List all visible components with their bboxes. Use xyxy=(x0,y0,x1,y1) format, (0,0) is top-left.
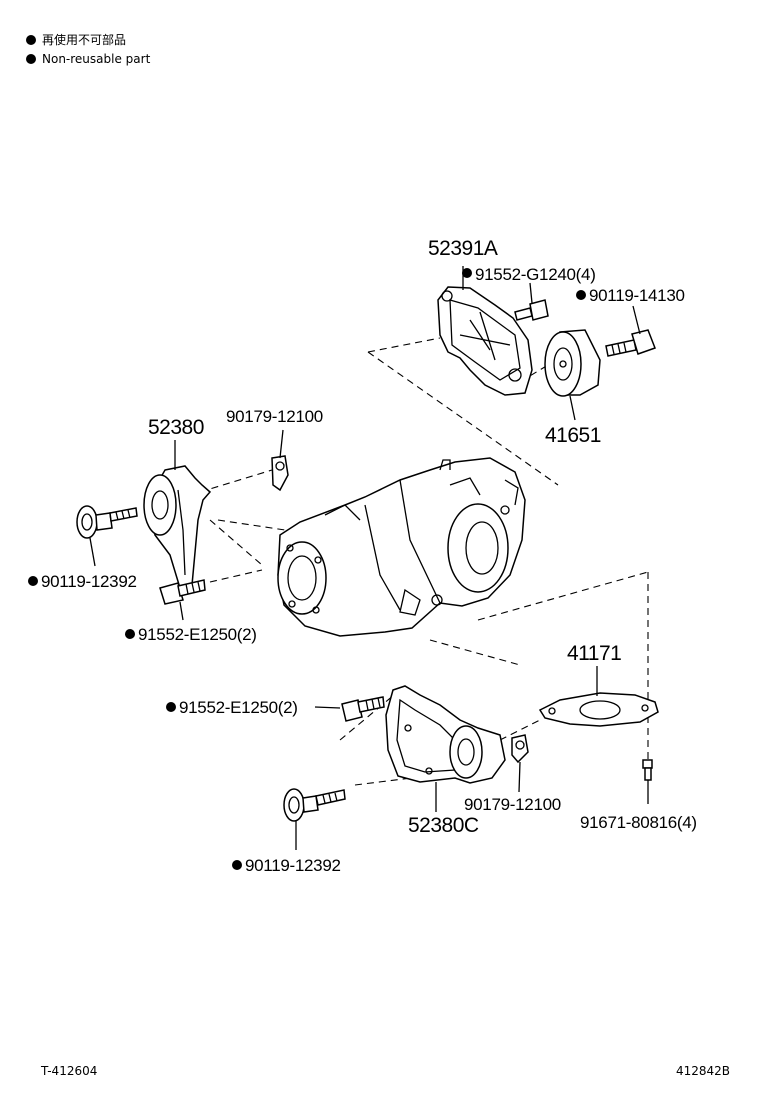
legend-text-en: Non-reusable part xyxy=(42,52,151,66)
bracket-90179-12100-bottom xyxy=(511,734,529,764)
washer-bolt-90119-12392-bottom xyxy=(283,788,346,822)
non-reusable-dot-icon xyxy=(166,702,176,712)
non-reusable-dot-icon xyxy=(125,629,135,639)
bolt-91552-e1250-mid xyxy=(341,696,385,722)
non-reusable-dot-icon xyxy=(232,860,242,870)
legend-non-reusable-en: Non-reusable part xyxy=(26,51,150,67)
label-90119-14130: 90119-14130 xyxy=(589,286,685,305)
bolt-91671-80816 xyxy=(642,759,653,781)
label-52380: 52380 xyxy=(148,416,204,439)
bolt-90119-14130 xyxy=(605,329,656,357)
legend-non-reusable-jp: 再使用不可部品 xyxy=(26,32,126,48)
washer-bolt-90119-12392-left xyxy=(76,505,138,539)
non-reusable-dot-icon xyxy=(26,35,36,45)
label-52380c: 52380C xyxy=(408,814,479,837)
footer-left-code: T-412604 xyxy=(40,1064,97,1078)
mount-52380 xyxy=(143,465,212,589)
bolt-91552-e1250-left xyxy=(159,579,206,605)
bracket-52391a xyxy=(437,286,533,396)
bracket-90179-12100-top xyxy=(271,455,289,492)
legend-text-jp: 再使用不可部品 xyxy=(42,33,127,47)
non-reusable-dot-icon xyxy=(26,54,36,64)
differential-housing xyxy=(277,457,526,637)
label-91552-e1250-mid: 91552-E1250(2) xyxy=(179,698,298,717)
non-reusable-dot-icon xyxy=(28,576,38,586)
mount-52380c xyxy=(385,685,506,784)
bolt-91552-g1240 xyxy=(514,299,549,321)
label-41171: 41171 xyxy=(567,642,621,665)
label-41651: 41651 xyxy=(545,424,601,447)
label-90119-12392-bottom: 90119-12392 xyxy=(245,856,341,875)
label-91552-g1240: 91552-G1240(4) xyxy=(475,265,596,284)
non-reusable-markers xyxy=(28,268,586,870)
label-90119-12392-left: 90119-12392 xyxy=(41,572,137,591)
non-reusable-dot-icon xyxy=(462,268,472,278)
label-52391a: 52391A xyxy=(428,237,498,260)
pulley-41651 xyxy=(544,329,601,397)
leader-lines xyxy=(89,266,649,850)
label-91552-e1250-left: 91552-E1250(2) xyxy=(138,625,257,644)
label-91671-80816: 91671-80816(4) xyxy=(580,813,697,832)
label-90179-12100-top: 90179-12100 xyxy=(226,407,323,426)
non-reusable-dot-icon xyxy=(576,290,586,300)
cover-plate-41171 xyxy=(538,692,659,727)
label-90179-12100-bottom: 90179-12100 xyxy=(464,795,561,814)
part-labels: 52391A 91552-G1240(4) 90119-14130 41651 … xyxy=(41,237,697,875)
footer-right-code: 412842B xyxy=(676,1064,730,1078)
